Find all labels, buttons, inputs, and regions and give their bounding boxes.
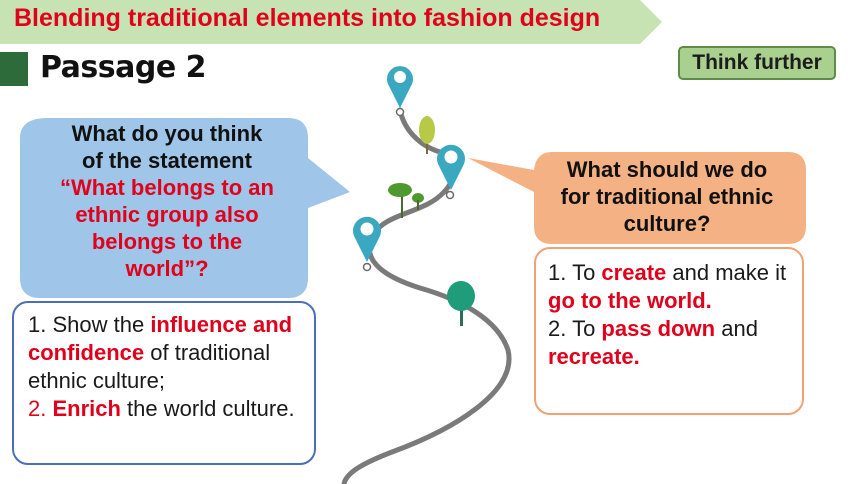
section-accent-bar: [0, 52, 28, 86]
right-answer-box: 1. To create and make it go to the world…: [534, 247, 804, 415]
answer-point-2: 2. Enrich the world culture.: [28, 396, 295, 421]
highlight-text: Enrich: [52, 396, 121, 421]
highlight-text: recreate.: [548, 344, 640, 369]
tree-icon: [419, 116, 435, 154]
left-question: What do you think of the statement “What…: [26, 120, 308, 282]
left-answer-box: 1. Show the influence and confidence of …: [12, 301, 316, 465]
section-title: Passage 2: [40, 50, 207, 85]
answer-point-2: 2. To pass down and recreate.: [548, 316, 758, 369]
highlight-text: influence and confidence: [28, 312, 293, 365]
tree-icon: [388, 183, 424, 218]
map-pin-icon: [353, 216, 382, 272]
question-line: culture?: [623, 211, 711, 236]
think-further-badge[interactable]: Think further: [678, 46, 836, 80]
answer-point-1: 1. Show the influence and confidence of …: [28, 312, 293, 393]
quote-line: world”?: [125, 256, 209, 281]
question-line: of the statement: [82, 148, 252, 173]
right-question: What should we do for traditional ethnic…: [536, 156, 798, 237]
title-banner: [0, 0, 662, 44]
highlight-text: pass down: [601, 316, 716, 341]
quote-line: belongs to the: [91, 229, 243, 254]
question-line: What should we do: [566, 157, 768, 182]
tree-icon: [447, 281, 475, 326]
highlight-text: go to the world.: [548, 288, 712, 313]
quote-line: “What belongs to an: [60, 175, 274, 200]
question-line: What do you think: [71, 121, 263, 146]
map-pin-icon: [437, 144, 466, 200]
answer-point-1: 1. To create and make it go to the world…: [548, 260, 787, 313]
page-title: Blending traditional elements into fashi…: [14, 4, 601, 32]
question-line: for traditional ethnic: [560, 184, 774, 209]
right-speech-bubble: [468, 152, 806, 244]
map-pin-icon: [387, 66, 413, 117]
highlight-text: create: [601, 260, 667, 285]
quote-line: ethnic group also: [75, 202, 259, 227]
left-speech-bubble: [20, 118, 350, 298]
